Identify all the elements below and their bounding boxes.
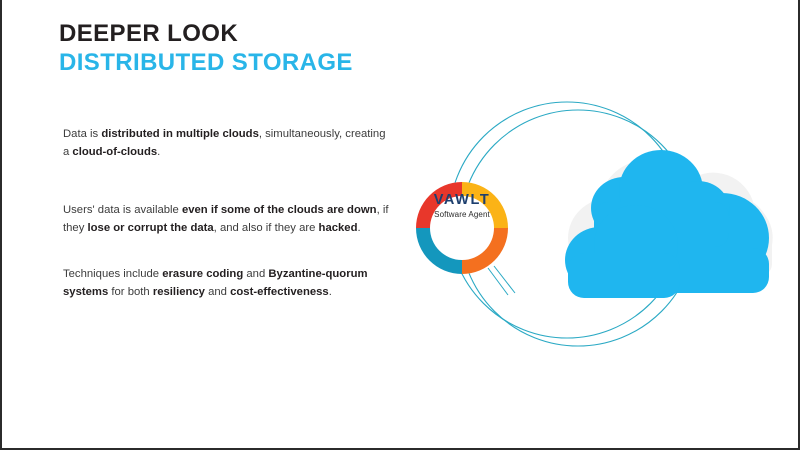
ring-segment-teal xyxy=(416,228,462,274)
illustration-svg xyxy=(416,101,773,347)
body-copy: Data is distributed in multiple clouds, … xyxy=(63,126,393,301)
paragraph-techniques: Techniques include erasure coding and By… xyxy=(63,268,368,298)
cloud-icon-left xyxy=(565,205,680,298)
ring-segment-orange xyxy=(462,228,508,274)
connector-tick-a xyxy=(487,267,509,296)
distributed-storage-illustration: VAWLT Software Agent xyxy=(382,70,798,390)
vawlt-logo-ring xyxy=(416,182,508,274)
ring-segment-red xyxy=(416,182,462,228)
title-line-secondary: DISTRIBUTED STORAGE xyxy=(59,49,353,76)
title-line-primary: DEEPER LOOK xyxy=(59,20,239,47)
page-title: DEEPER LOOK DISTRIBUTED STORAGE xyxy=(59,22,353,75)
paragraph-availability: Users' data is available even if some of… xyxy=(63,204,389,234)
connector-tick-b xyxy=(493,265,516,294)
paragraph-distributed-clouds: Data is distributed in multiple clouds, … xyxy=(63,128,386,158)
ring-segment-amber xyxy=(462,182,508,228)
